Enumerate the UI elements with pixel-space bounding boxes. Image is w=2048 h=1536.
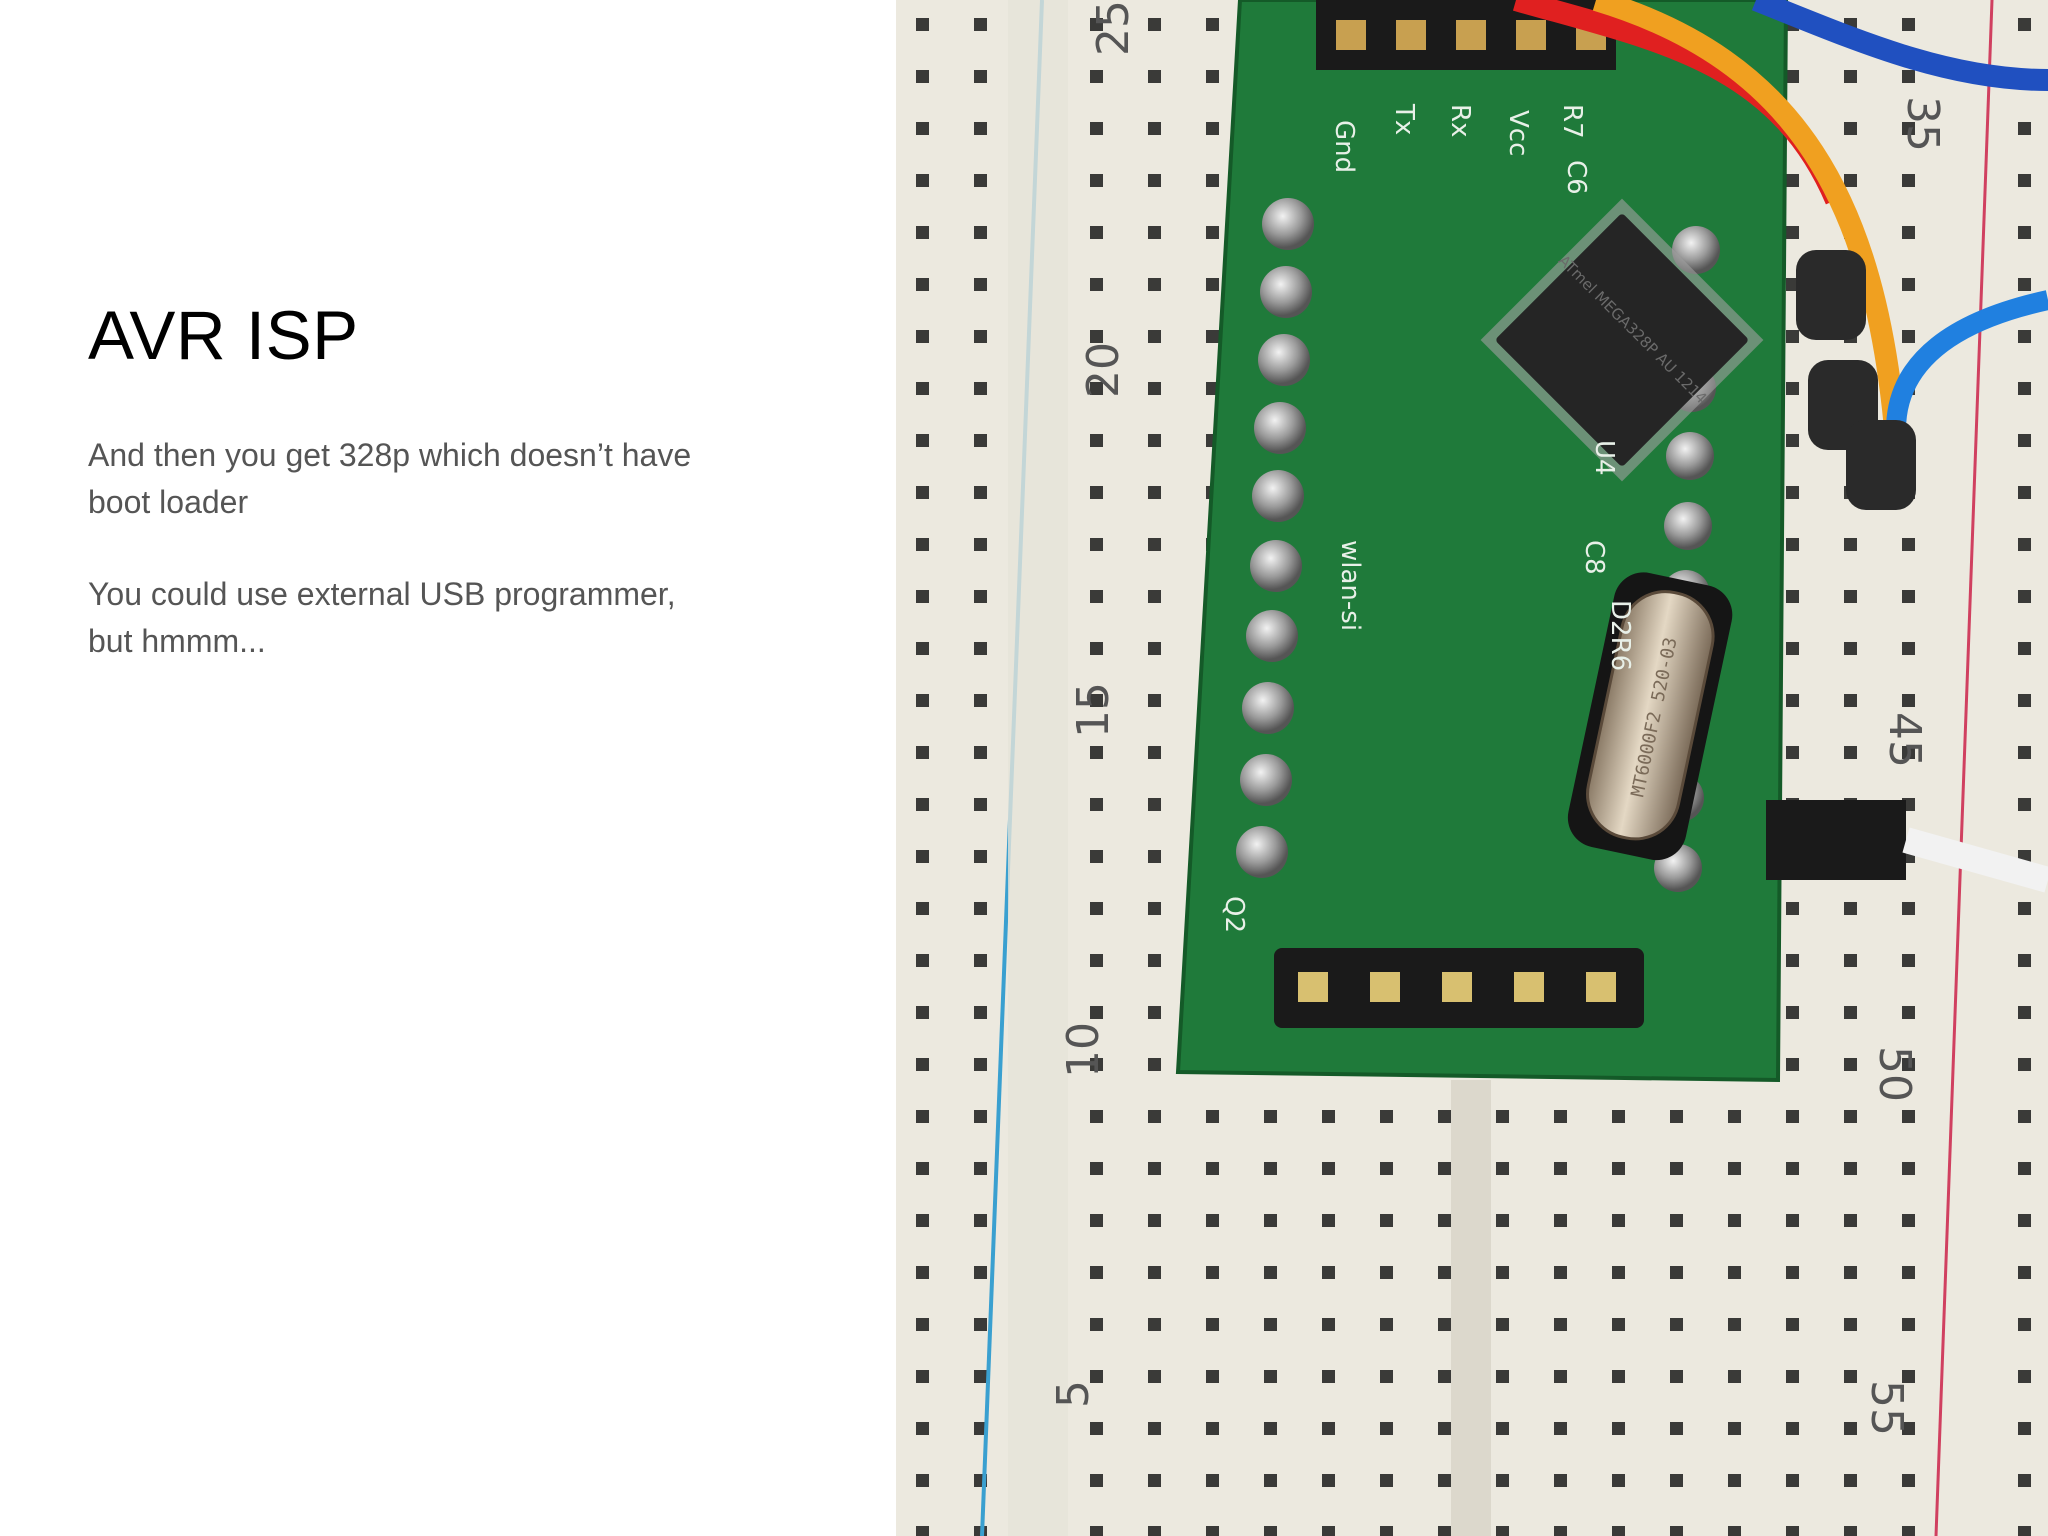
arduino-pro-mini-board: ATmel MEGA328P AU 1214 MT6000F2 520-03 G… [1175, 0, 1789, 1083]
label-wlan-si: wlan-si [1335, 540, 1365, 631]
hole-field-right-rail [1986, 0, 2048, 1536]
row-number-55: 55 [1861, 1380, 1912, 1436]
breadboard-photo: 25 20 15 10 5 35 45 50 55 [896, 0, 2048, 1536]
row-number-5: 5 [1048, 1380, 1099, 1408]
label-d2r6: D2R6 [1605, 600, 1635, 671]
row-number-20: 20 [1078, 342, 1129, 398]
hole-field-left-rail [896, 0, 1006, 1536]
row-number-15: 15 [1068, 682, 1119, 738]
label-vcc: Vcc [1503, 110, 1533, 156]
center-channel [1451, 1080, 1491, 1536]
label-c6: C6 [1561, 160, 1591, 195]
slide-body: And then you get 328p which doesn’t have… [88, 432, 728, 710]
label-r7: R7 [1557, 104, 1587, 139]
body-paragraph-2: You could use external USB programmer, b… [88, 576, 676, 659]
label-rx: Rx [1445, 104, 1475, 137]
slide-title: AVR ISP [88, 297, 359, 374]
label-q2: Q2 [1219, 896, 1249, 933]
label-gnd: Gnd [1329, 120, 1359, 173]
silkscreen-labels: Gnd Tx Rx Vcc R7 C6 U4 C8 D2R6 Q2 wlan-s… [1219, 103, 1635, 933]
breadboard-photo-svg: 25 20 15 10 5 35 45 50 55 [896, 0, 2048, 1536]
row-number-35: 35 [1897, 96, 1948, 152]
label-u4: U4 [1589, 440, 1619, 476]
row-number-45: 45 [1879, 712, 1930, 768]
label-tx: Tx [1389, 103, 1419, 135]
row-number-25: 25 [1088, 0, 1139, 56]
rail-red-line [1934, 0, 1994, 1536]
row-numbers-left: 25 20 15 10 5 [1048, 0, 1139, 1408]
body-paragraph-1: And then you get 328p which doesn’t have… [88, 437, 692, 520]
row-numbers-right: 35 45 50 55 [1861, 96, 1948, 1436]
left-pin-row [1236, 198, 1314, 878]
isp-header [1274, 948, 1644, 1028]
crystal-oscillator: MT6000F2 520-03 [1567, 572, 1733, 861]
row-number-10: 10 [1058, 1022, 1109, 1078]
label-c8: C8 [1579, 540, 1609, 575]
row-number-50: 50 [1869, 1046, 1920, 1102]
text-panel: AVR ISP And then you get 328p which does… [0, 0, 896, 1536]
jumper-wires [1512, 0, 2048, 893]
